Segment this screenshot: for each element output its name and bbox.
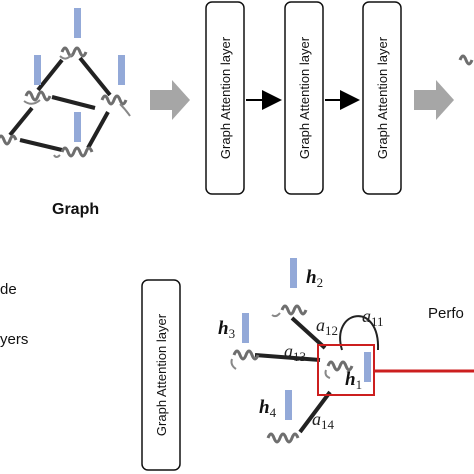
graph-label: Graph xyxy=(52,201,99,218)
protein-node-icon xyxy=(266,432,300,444)
feature-bar-h4 xyxy=(285,390,292,420)
protein-node-icon xyxy=(0,134,18,146)
legend-text-layers: yers xyxy=(0,331,28,348)
protein-node-icon xyxy=(458,54,474,66)
top-graph: Graph xyxy=(0,8,131,218)
weight-label-a13: a13 xyxy=(284,341,306,364)
node-label-h2: h2 xyxy=(306,267,323,290)
legend-text-node: de xyxy=(0,281,17,298)
protein-node-icon xyxy=(324,360,354,379)
gat-layer-box: Graph Attention layer xyxy=(362,1,402,195)
feature-bar-h1 xyxy=(364,352,371,382)
node-label-h3: h3 xyxy=(218,318,235,341)
gat-layer-box: Graph Attention layer xyxy=(284,1,324,195)
protein-node-icon xyxy=(23,90,52,105)
weight-label-a14: a14 xyxy=(312,409,335,432)
graph-edge xyxy=(51,95,96,110)
feature-bar xyxy=(74,112,81,142)
feature-bar-h3 xyxy=(242,313,249,343)
feature-bar xyxy=(34,55,41,85)
gat-layer-box: Graph Attention layer xyxy=(205,1,245,195)
weight-label-a11: a11 xyxy=(362,306,384,329)
graph-edge xyxy=(86,111,110,149)
gat-layer-label: Graph Attention layer xyxy=(375,36,390,159)
node-label-h4: h4 xyxy=(259,397,277,420)
gat-layer-label: Graph Attention layer xyxy=(154,313,169,436)
protein-node-icon xyxy=(100,94,131,117)
feature-bar-h2 xyxy=(290,258,297,288)
gat-layer-label: Graph Attention layer xyxy=(297,36,312,159)
gat-layer-box-bottom: Graph Attention layer xyxy=(141,279,181,471)
flow-arrow-icon xyxy=(414,80,454,120)
performance-text: Perfo xyxy=(428,305,464,322)
protein-node-icon xyxy=(59,46,88,60)
attention-edge xyxy=(254,353,321,362)
graph-edge xyxy=(19,138,63,152)
protein-node-icon xyxy=(230,349,260,370)
weight-label-a12: a12 xyxy=(316,315,338,338)
graph-edge xyxy=(78,56,112,97)
gat-layer-label: Graph Attention layer xyxy=(218,36,233,159)
feature-bar xyxy=(118,55,125,85)
node-label-h1: h1 xyxy=(345,369,362,392)
graph-edge xyxy=(36,58,64,92)
attention-diagram: h2 h3 h4 h1 a12 a13 a14 a11 xyxy=(218,258,474,444)
gat-layer-stack: Graph Attention layer Graph Attention la… xyxy=(205,1,402,195)
self-loop-edge xyxy=(339,315,380,351)
graph-edge xyxy=(8,106,34,137)
attention-edge xyxy=(298,390,332,434)
protein-node-icon xyxy=(53,146,94,158)
feature-bar xyxy=(74,8,81,38)
flow-arrow-icon xyxy=(150,80,190,120)
attention-edge xyxy=(290,316,327,350)
protein-node-icon xyxy=(271,304,308,318)
